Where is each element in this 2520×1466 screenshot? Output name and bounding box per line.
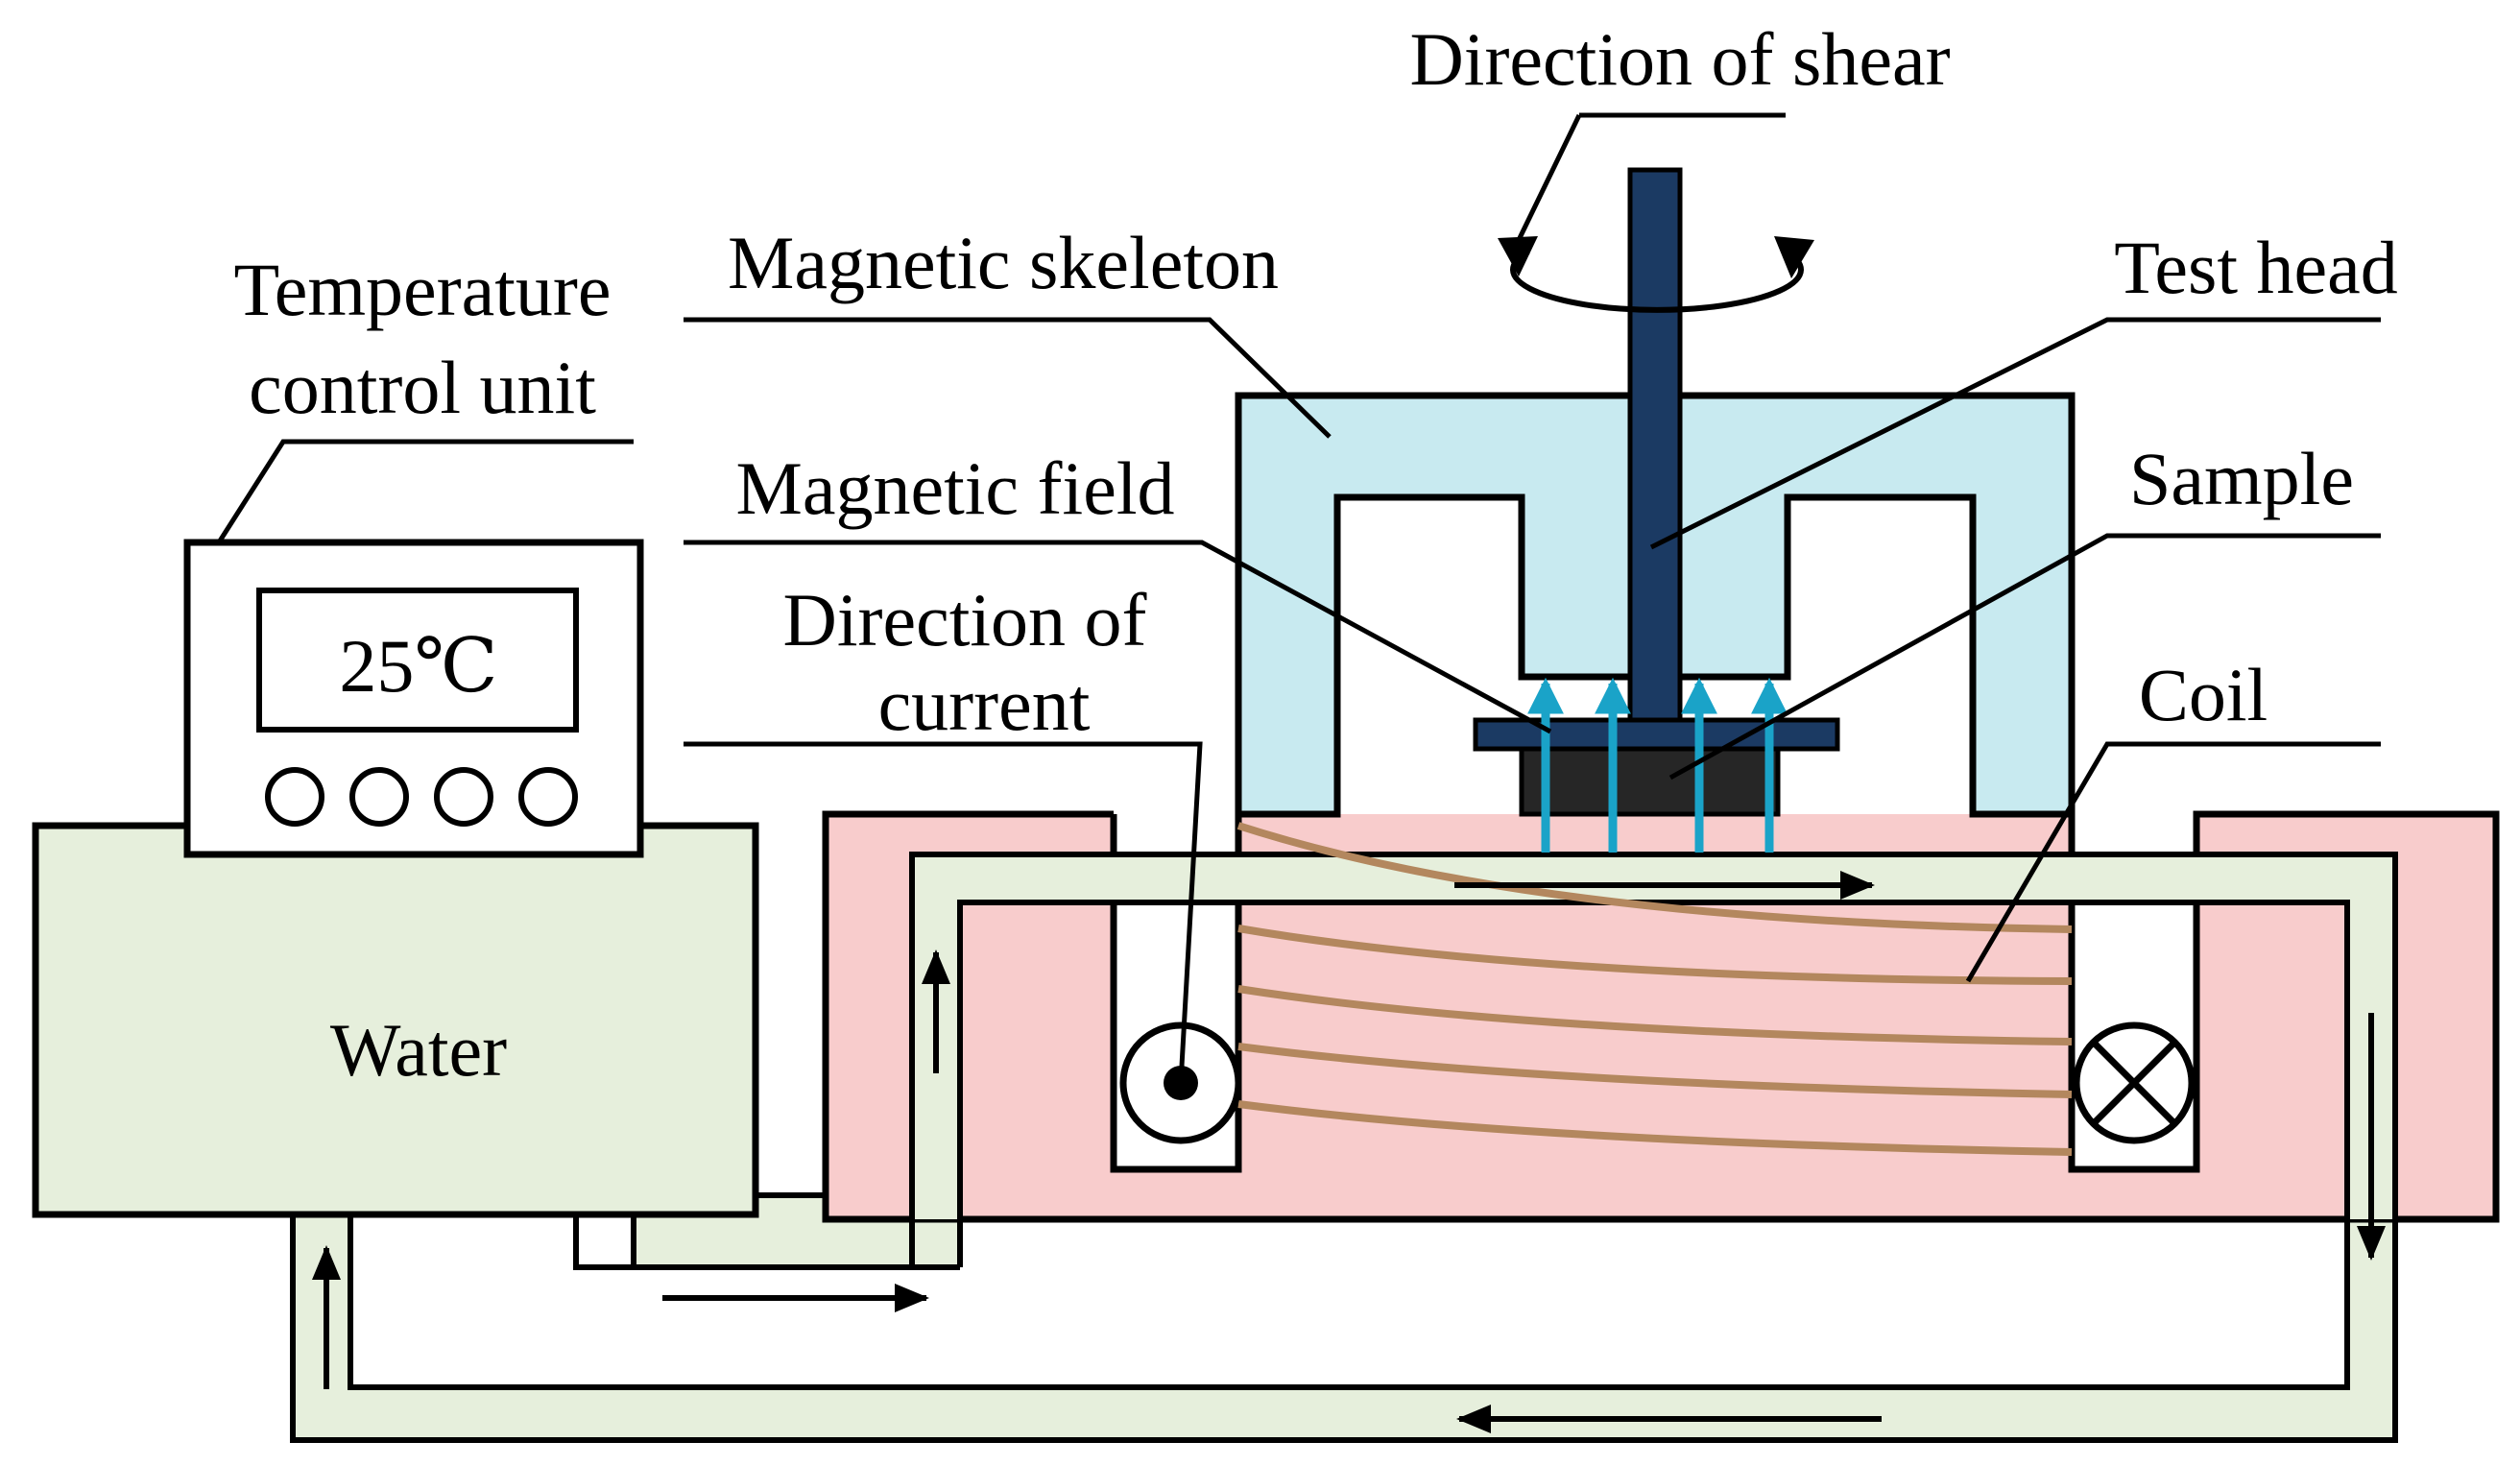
leader-coil: [1965, 741, 2381, 983]
label-temperature-line1: Temperature: [234, 248, 612, 331]
control-button: [265, 767, 324, 827]
label-direction-of-shear: Direction of shear: [1409, 17, 1950, 101]
water-label: Water: [330, 1008, 507, 1092]
label-coil: Coil: [2139, 653, 2268, 736]
current-in-icon: [2073, 1021, 2196, 1144]
leader-test-head: [1649, 317, 2381, 550]
leader-sample: [1668, 533, 2381, 781]
shear-rotation-icon: [1498, 112, 1814, 313]
leader-temperature: [216, 439, 634, 544]
label-direction-of-current-line2: current: [878, 662, 1091, 746]
water-pipe-through-coil: [909, 852, 2398, 1440]
label-magnetic-skeleton: Magnetic skeleton: [728, 221, 1279, 304]
control-button: [518, 767, 578, 827]
temperature-display: [256, 588, 579, 733]
coil-wires: [1236, 822, 2073, 1156]
water-tank: [32, 822, 759, 1218]
test-head-shaft: [1627, 167, 1683, 723]
magnetic-field-arrows: [1527, 677, 1788, 853]
leader-lines: [216, 317, 2381, 1084]
test-head-plate: [1473, 717, 1840, 752]
label-test-head: Test head: [2114, 226, 2398, 309]
control-button: [349, 767, 409, 827]
leader-direction-of-current: [684, 741, 1203, 1084]
water-flow-arrows: [312, 871, 2386, 1433]
label-magnetic-field: Magnetic field: [736, 446, 1175, 530]
label-temperature-line2: control unit: [249, 346, 596, 429]
temperature-readout: 25℃: [339, 624, 497, 708]
sample: [1519, 746, 1781, 817]
label-sample: Sample: [2129, 437, 2354, 520]
leader-magnetic-field: [684, 540, 1552, 734]
leader-magnetic-skeleton: [684, 317, 1332, 439]
control-button: [434, 767, 493, 827]
temperature-control-unit: 25℃: [183, 539, 644, 858]
label-direction-of-current-line1: Direction of: [782, 578, 1146, 661]
